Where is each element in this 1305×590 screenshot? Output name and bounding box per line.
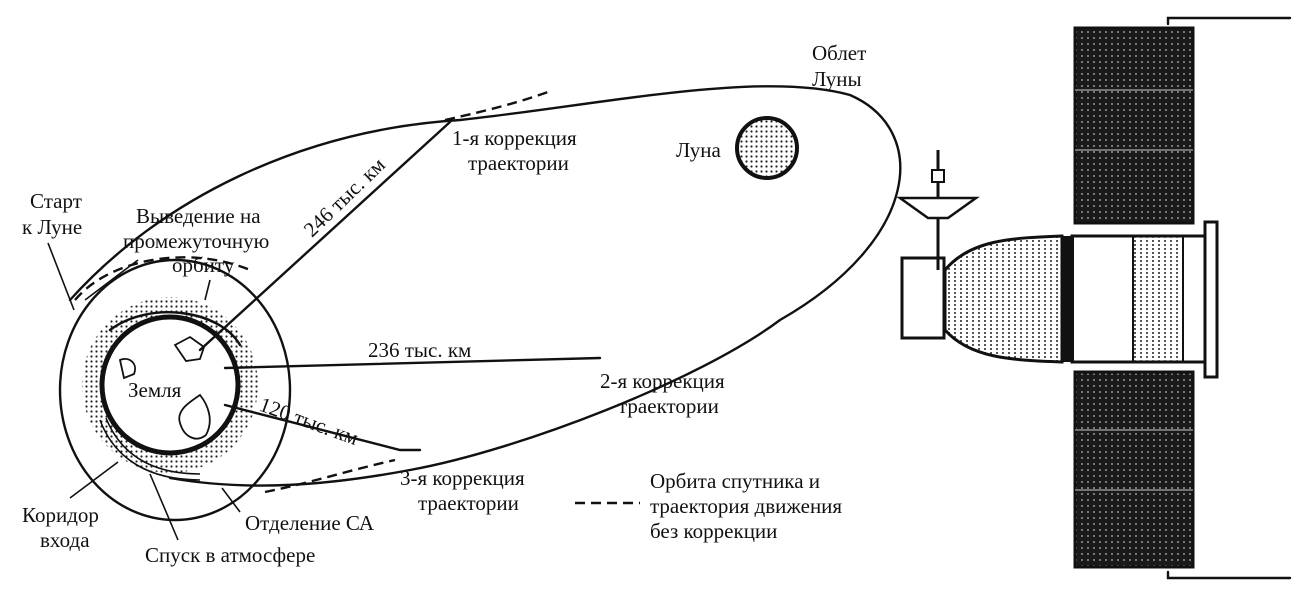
leader-corridor (69, 461, 119, 499)
uncorrected-orbit-dashed (74, 256, 251, 301)
uncorrected-trajectory-dashed-2 (264, 458, 396, 494)
uncorrected-trajectory-dashed-1 (444, 90, 549, 122)
spacecraft-illustration (896, 16, 1292, 580)
distance-line-3 (223, 403, 422, 452)
label-insertion-2: промежуточную (123, 229, 269, 253)
leader-descent (149, 473, 179, 541)
flight-trajectory (68, 85, 902, 487)
label-descent: Спуск в атмосфере (145, 543, 315, 567)
label-corridor-2: входа (40, 528, 90, 552)
distance-label-2: 236 тыс. км (368, 338, 471, 362)
entry-corridor-line-2 (105, 417, 201, 475)
parking-orbit (58, 258, 292, 522)
label-correction-2-a: 2-я коррекция (600, 369, 725, 393)
label-correction-1-a: 1-я коррекция (452, 126, 577, 150)
leader-start (47, 242, 75, 311)
label-insertion-1: Выведение на (136, 204, 261, 228)
moon-icon (735, 116, 799, 180)
entry-corridor-line-1 (99, 419, 201, 481)
label-start-1: Старт (30, 189, 82, 213)
legend-text-2: траектория движения (650, 494, 842, 518)
label-insertion-3: орбиту (172, 253, 235, 277)
leader-separation (221, 487, 241, 513)
label-start-2: к Луне (22, 215, 82, 239)
earth-continents (118, 335, 211, 440)
label-correction-1-b: траектории (468, 151, 569, 175)
descent-path (108, 311, 242, 347)
label-moon: Луна (676, 138, 721, 162)
label-corridor-1: Коридор (22, 503, 99, 527)
label-correction-3-a: 3-я коррекция (400, 466, 525, 490)
distance-line-2 (223, 356, 602, 370)
distance-line-1 (198, 120, 452, 352)
leader-insertion-2 (204, 279, 211, 301)
distance-label-3: 120 тыс. км (256, 392, 361, 450)
label-correction-3-b: траектории (418, 491, 519, 515)
legend-text-1: Орбита спутника и (650, 469, 820, 493)
label-earth: Земля (128, 378, 182, 402)
legend-text-3: без коррекции (650, 519, 777, 543)
label-correction-2-b: траектории (618, 394, 719, 418)
leader-insertion (84, 259, 139, 301)
label-moon-flyby-1: Облет (812, 41, 866, 65)
distance-label-1: 246 тыс. км (299, 153, 390, 242)
label-separation: Отделение СА (245, 511, 375, 535)
label-moon-flyby-2: Луны (812, 67, 862, 91)
